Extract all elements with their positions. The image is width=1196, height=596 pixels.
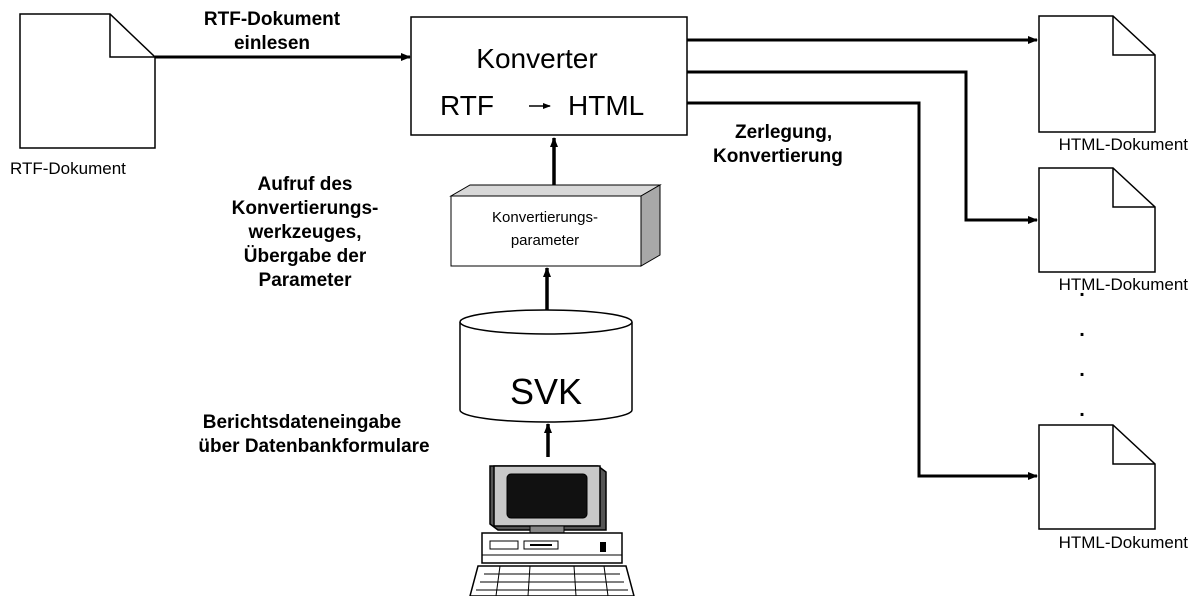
call-label-line2: Konvertierungs- (232, 198, 379, 219)
rtf-document-caption: RTF-Dokument (10, 159, 126, 178)
html-document-caption: HTML-Dokument (1059, 135, 1189, 154)
converter-rtf-label: RTF (440, 90, 494, 121)
ellipsis-dot: . (1079, 279, 1085, 301)
parameter-label-line2: parameter (511, 232, 579, 249)
split-label-line1: Zerlegung, (735, 122, 832, 143)
html-document-icon (1038, 15, 1156, 133)
ellipsis-dot: . (1079, 359, 1085, 381)
computer-icon (469, 465, 635, 596)
rtf-document-icon (19, 13, 156, 149)
input-label-line2: über Datenbankformulare (198, 436, 429, 457)
ellipsis-dot: . (1079, 319, 1085, 341)
html-document-caption: HTML-Dokument (1059, 275, 1189, 294)
database-label: SVK (510, 371, 582, 412)
call-label-line1: Aufruf des (258, 174, 353, 195)
html-document-icon (1038, 167, 1156, 273)
database-icon (459, 309, 633, 423)
html-document-caption: HTML-Dokument (1059, 533, 1189, 552)
html-document-icon (1038, 424, 1156, 530)
call-label-line3: werkzeuges, (248, 222, 362, 243)
converter-title: Konverter (476, 43, 597, 74)
call-label-line4: Übergabe der (244, 246, 367, 267)
parameter-label-line1: Konvertierungs- (492, 209, 598, 226)
converter-box (410, 16, 688, 136)
converter-html-label: HTML (568, 90, 644, 121)
read-in-label-line2: einlesen (234, 33, 310, 54)
output-arrow-2 (687, 70, 1038, 224)
ellipsis-dot: . (1079, 399, 1085, 421)
output-arrow-3 (687, 101, 1038, 480)
input-label-line1: Berichtsdateneingabe (203, 412, 402, 433)
parameter-block (449, 184, 662, 267)
call-label-line5: Parameter (259, 270, 353, 291)
read-in-label-line1: RTF-Dokument (204, 9, 341, 30)
split-label-line2: Konvertierung (713, 146, 843, 167)
